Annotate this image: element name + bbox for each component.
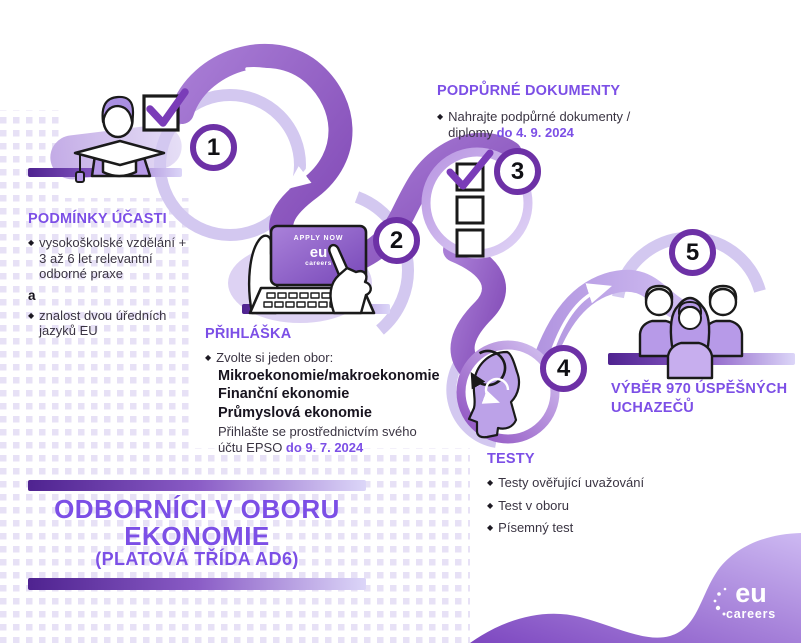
main-title: ODBORNÍCI V OBORU EKONOMIE (PLATOVÁ TŘÍD… [28, 495, 366, 570]
step-5-heading-line1: VÝBĚR 970 ÚSPĚŠNÝCH [611, 381, 788, 397]
logo-sparkles-icon [713, 587, 727, 616]
step-3-section: PODPŮRNÉ DOKUMENTY ◆ Nahrajte podpůrné d… [437, 82, 667, 140]
step-4-bullet: ◆ Písemný test [487, 520, 574, 535]
bullet-diamond-icon: ◆ [487, 500, 494, 510]
step-1-bullet2-text: znalost dvou úředních jazyků EU [39, 307, 167, 339]
step-2-option: Finanční ekonomie [218, 386, 350, 402]
step-1-section: PODMÍNKY ÚČASTI ◆ vysokoškolské vzdělání… [28, 210, 213, 339]
checkbox-checked-icon [142, 88, 189, 132]
step-3-deadline: do 4. 9. 2024 [496, 124, 574, 140]
step-2-deadline: do 9. 7. 2024 [285, 439, 364, 455]
step-2-note-text: Přihlašte se prostřednictvím svého účtu … [218, 424, 417, 455]
arrow-down-icon [245, 67, 322, 190]
step-1-bullet2: ◆ znalost dvou úředních jazyků EU [28, 308, 213, 339]
laptop-screen-content: APPLY NOW eu careers [271, 226, 366, 267]
footer-wave [470, 533, 801, 643]
graduate-icon [73, 95, 166, 183]
step-2-intro-text: Zvolte si jeden obor: [216, 350, 334, 365]
step-4-heading: TESTY [487, 451, 535, 467]
step-2-number: 2 [373, 217, 420, 264]
step-2-note: Přihlašte se prostřednictvím svého účtu … [218, 424, 433, 455]
step-3-heading: PODPŮRNÉ DOKUMENTY [437, 83, 621, 99]
step-2-intro: ◆ Zvolte si jeden obor: [205, 350, 465, 366]
step-3-bullet: ◆ Nahrajte podpůrné dokumenty / diplomy … [437, 109, 667, 140]
bullet-diamond-icon: ◆ [487, 478, 494, 487]
step-2-option: Mikroekonomie/makroekonomie [218, 367, 440, 384]
step-1-heading: PODMÍNKY ÚČASTI [28, 211, 167, 227]
step-3-bullet-text: Nahrajte podpůrné dokumenty / diplomy do… [448, 109, 631, 140]
step-4-section: TESTY ◆ Testy ověřující uvažování ◆ Test… [487, 450, 697, 536]
eu-careers-logo: eu careers [725, 578, 777, 622]
arrow-right-icon [550, 283, 613, 354]
step-3-number: 3 [494, 148, 541, 195]
step-2-heading: PŘIHLÁŠKA [205, 326, 292, 342]
bullet-diamond-icon: ◆ [437, 112, 444, 121]
main-title-line2: EKONOMIE [124, 521, 270, 551]
eu-careers-logo-small: eu [309, 244, 328, 261]
step-1-bullet: ◆ vysokoškolské vzdělání + 3 až 6 let re… [28, 235, 213, 282]
step-5-section: VÝBĚR 970 ÚSPĚŠNÝCH UCHAZEČŮ [611, 380, 801, 418]
step-4-bullet: ◆ Test v oboru [487, 497, 569, 513]
step-5-heading-line2: UCHAZEČŮ [611, 400, 694, 416]
step-1-connector: a [28, 287, 36, 303]
step-4-bullet: ◆ Testy ověřující uvažování [487, 475, 645, 490]
bullet-diamond-icon: ◆ [28, 238, 35, 247]
step-2-option: Průmyslová ekonomie [218, 404, 372, 421]
head-thinking-icon [456, 340, 560, 444]
main-title-line1: ODBORNÍCI V OBORU [54, 494, 340, 524]
step-2-section: PŘIHLÁŠKA ◆ Zvolte si jeden obor: Mikroe… [205, 325, 465, 455]
bullet-diamond-icon: ◆ [487, 523, 494, 532]
bullet-diamond-icon: ◆ [28, 310, 35, 320]
step-4-number: 4 [540, 345, 587, 392]
apply-now-label: APPLY NOW [293, 235, 344, 242]
step-5-number: 5 [669, 229, 716, 276]
main-title-line3: (PLATOVÁ TŘÍDA AD6) [95, 549, 299, 569]
step-1-number: 1 [190, 124, 237, 171]
candidates-icon [638, 284, 744, 380]
bullet-diamond-icon: ◆ [205, 353, 212, 362]
laptop-apply-icon [247, 224, 376, 315]
step-1-bullet-text: vysokoškolské vzdělání + 3 až 6 let rele… [39, 235, 187, 281]
